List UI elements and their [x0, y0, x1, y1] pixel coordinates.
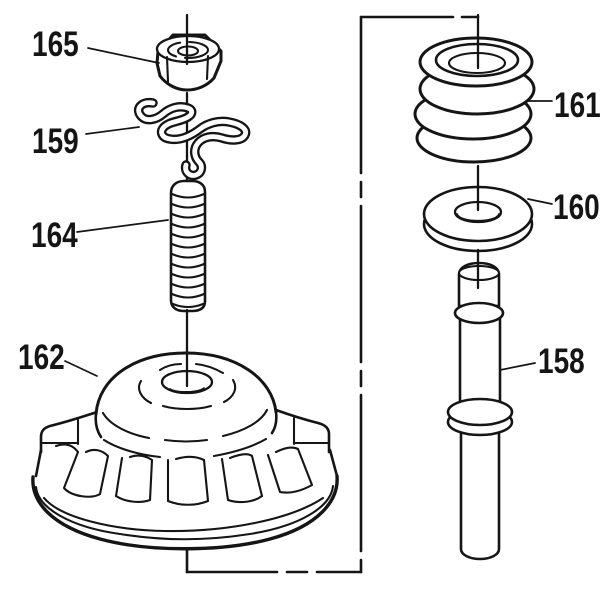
rod-lower-shaft — [459, 422, 501, 561]
part-label-162: 162 — [18, 338, 65, 377]
stud-thread-lines — [170, 192, 206, 309]
mount-base-rim-line-2 — [42, 496, 325, 533]
leader-lines — [64, 47, 553, 377]
part-label-164: 164 — [31, 216, 78, 255]
hex-nut-facet-lines — [165, 54, 210, 84]
part-label-161: 161 — [554, 86, 601, 125]
leader-line-162 — [64, 360, 98, 377]
part-label-165: 165 — [32, 25, 79, 64]
section-boundary-line — [185, 15, 480, 574]
leader-line-160 — [527, 198, 553, 205]
stud-outline — [169, 179, 207, 313]
part-label-160: 160 — [553, 188, 600, 227]
part-label-159: 159 — [32, 122, 79, 161]
leader-line-164 — [76, 219, 169, 233]
shock-rod-158-drawing — [446, 261, 514, 561]
mount-left-tab-bracket — [39, 418, 80, 446]
leader-line-159 — [85, 126, 140, 135]
rod-collar-top — [446, 397, 514, 427]
mount-outer-ring-arcs — [101, 408, 269, 443]
mount-hole-depth-arc — [169, 387, 205, 393]
mount-right-tab-bracket — [292, 416, 331, 446]
mount-inner-ring-arcs — [138, 362, 237, 411]
mount-dome-walls — [94, 410, 278, 439]
leader-line-158 — [499, 362, 536, 371]
washer-160-drawing — [422, 185, 534, 253]
retainer-clip-159-drawing — [133, 97, 251, 181]
rod-neck-ring — [453, 301, 505, 325]
mount-right-tab — [274, 408, 331, 454]
mount-base-rim-line-1 — [34, 484, 335, 541]
part-label-158: 158 — [538, 342, 585, 381]
leader-line-165 — [87, 47, 160, 64]
strut-mount-162-drawing — [31, 351, 339, 551]
hex-nut-165-drawing — [155, 33, 223, 92]
mount-fluted-skirt — [54, 437, 314, 506]
mount-skirt-side-edges — [34, 448, 339, 478]
mount-left-tab — [39, 410, 99, 454]
threaded-stud-164-drawing — [169, 179, 207, 313]
rod-upper-shaft — [458, 314, 502, 414]
washer-hole-depth-arc — [456, 213, 500, 222]
spring-insulator-161-drawing — [413, 36, 536, 164]
retainer-clip-core — [136, 100, 248, 178]
